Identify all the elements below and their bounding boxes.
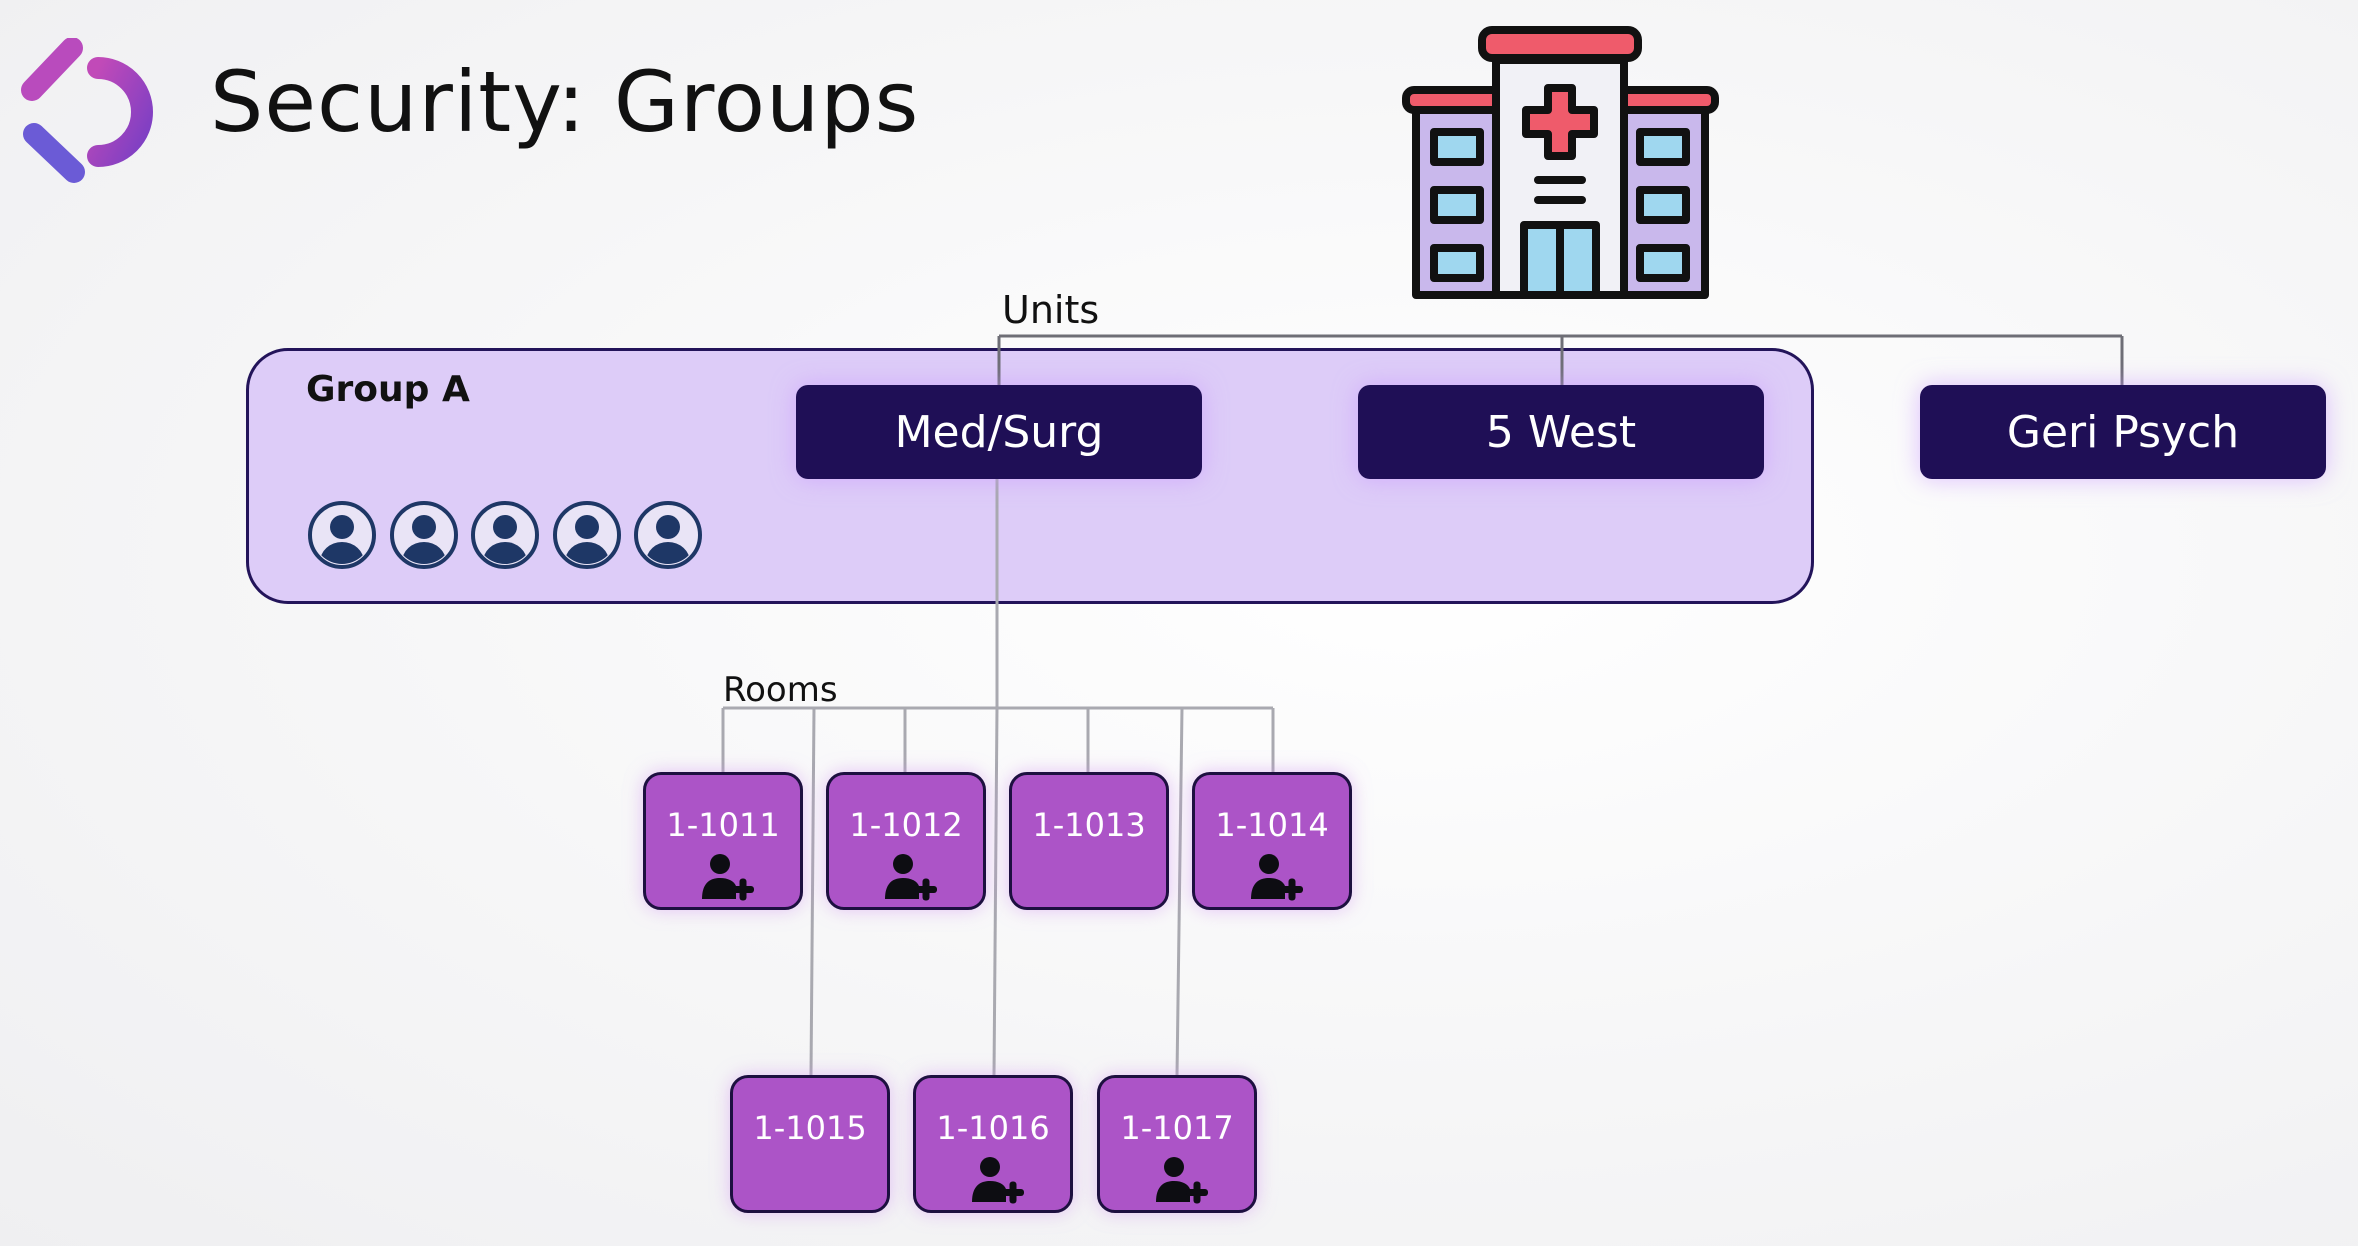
room-1-1015[interactable]: 1-1015 xyxy=(730,1075,890,1213)
unit-5-west[interactable]: 5 West xyxy=(1358,385,1764,479)
unit-geri-psych[interactable]: Geri Psych xyxy=(1920,385,2326,479)
room-label: 1-1012 xyxy=(849,806,963,844)
add-user-icon[interactable] xyxy=(881,853,939,903)
room-1-1011[interactable]: 1-1011 xyxy=(643,772,803,910)
room-label: 1-1016 xyxy=(936,1109,1050,1147)
hospital-building-icon xyxy=(1402,26,1719,299)
brand-logo-icon xyxy=(21,38,153,183)
units-label: Units xyxy=(1002,288,1100,332)
room-1-1013[interactable]: 1-1013 xyxy=(1009,772,1169,910)
add-user-icon[interactable] xyxy=(1247,853,1305,903)
room-label: 1-1015 xyxy=(753,1109,867,1147)
unit-med-surg[interactable]: Med/Surg xyxy=(796,385,1202,479)
room-1-1012[interactable]: 1-1012 xyxy=(826,772,986,910)
add-user-icon[interactable] xyxy=(968,1156,1026,1206)
add-user-icon[interactable] xyxy=(698,853,756,903)
add-user-icon[interactable] xyxy=(1152,1156,1210,1206)
room-label: 1-1014 xyxy=(1215,806,1329,844)
room-1-1014[interactable]: 1-1014 xyxy=(1192,772,1352,910)
room-label: 1-1017 xyxy=(1120,1109,1234,1147)
room-1-1016[interactable]: 1-1016 xyxy=(913,1075,1073,1213)
rooms-label: Rooms xyxy=(723,670,838,710)
group-title: Group A xyxy=(306,369,470,410)
room-label: 1-1011 xyxy=(666,806,780,844)
page-title: Security: Groups xyxy=(210,53,920,151)
room-label: 1-1013 xyxy=(1032,806,1146,844)
room-1-1017[interactable]: 1-1017 xyxy=(1097,1075,1257,1213)
